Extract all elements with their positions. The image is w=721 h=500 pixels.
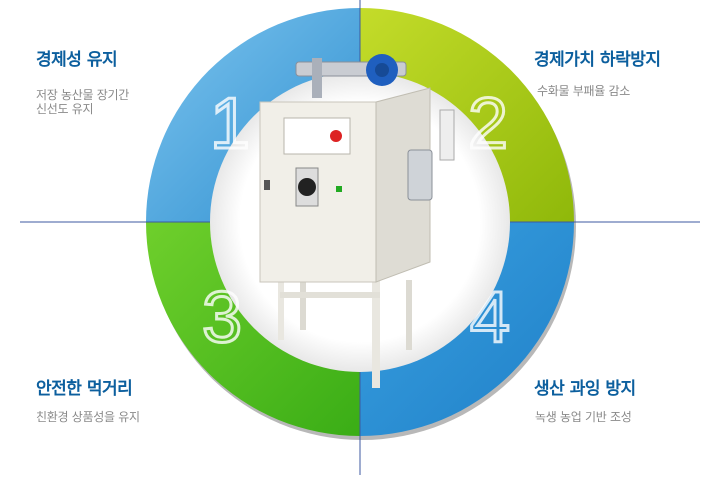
number-1: 1: [210, 84, 250, 164]
number-2: 2: [468, 84, 508, 164]
feature-4-title: 생산 과잉 방지: [534, 379, 636, 399]
feature-4-description: 녹생 농업 기반 조성: [535, 410, 632, 424]
feature-1-description: 저장 농산물 장기간 신선도 유지: [36, 88, 129, 116]
feature-1-desc-line: 신선도 유지: [36, 102, 94, 116]
feature-4-desc-line: 녹생 농업 기반 조성: [535, 410, 632, 424]
number-4: 4: [470, 278, 510, 358]
feature-2-description: 수화물 부패율 감소: [537, 84, 630, 98]
feature-3-description: 친환경 상품성을 유지: [36, 410, 140, 424]
feature-3-title: 안전한 먹거리: [36, 379, 133, 399]
feature-1-title: 경제성 유지: [36, 50, 118, 70]
feature-3-desc-line: 친환경 상품성을 유지: [36, 410, 140, 424]
feature-1-desc-line: 저장 농산물 장기간: [36, 88, 129, 102]
ozone-generator-machine-image: [259, 54, 455, 388]
number-3: 3: [202, 278, 242, 358]
feature-2-desc-line: 수화물 부패율 감소: [537, 84, 630, 98]
feature-2-title: 경제가치 하락방지: [534, 50, 661, 70]
